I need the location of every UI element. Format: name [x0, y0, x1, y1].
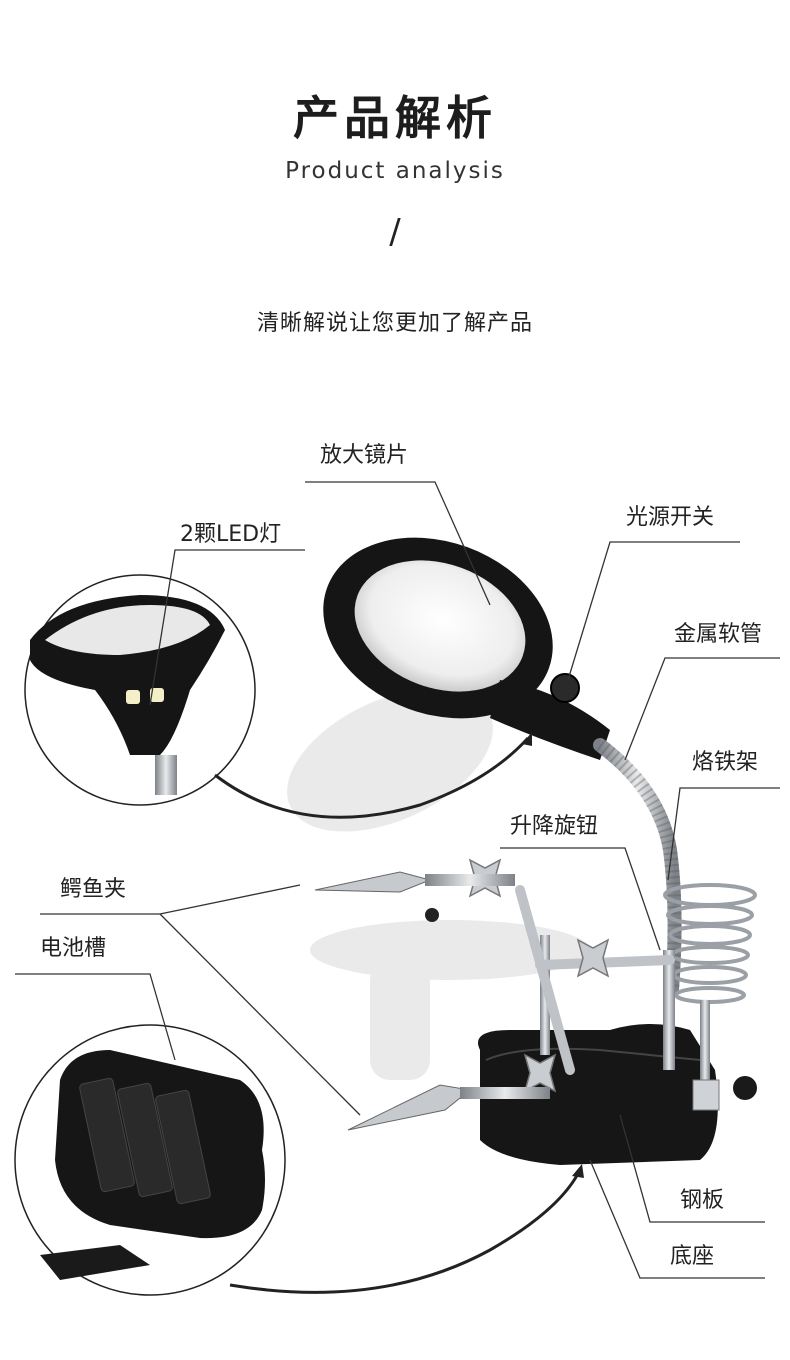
label-iron-holder: 烙铁架: [692, 750, 759, 775]
magnifier-head: [323, 537, 610, 760]
label-led-lights: 2颗LED灯: [180, 522, 282, 547]
iron-holder-coil: [663, 883, 757, 1004]
page-tagline: 清晰解说让您更加了解产品: [256, 311, 533, 336]
base: [478, 1024, 718, 1165]
alligator-clip-upper: [314, 871, 515, 922]
battery-arrow: [229, 1169, 582, 1294]
lift-knob: [468, 858, 610, 1093]
metal-hose: [593, 738, 682, 997]
page-title: 产品解析: [293, 91, 497, 145]
label-base: 底座: [670, 1244, 715, 1269]
label-magnifier-lens: 放大镜片: [320, 443, 409, 468]
switch-knob: [550, 673, 580, 703]
led-light-2: [150, 688, 164, 702]
led-arrow: [214, 736, 530, 819]
lens: [354, 560, 526, 692]
label-lift-knob: 升降旋钮: [510, 814, 599, 839]
label-light-switch: 光源开关: [626, 505, 715, 530]
label-battery-slot: 电池槽: [40, 936, 107, 961]
alligator-clip-lower: [347, 1084, 550, 1131]
leader-lines: [15, 481, 780, 1279]
title-divider: /: [389, 212, 401, 252]
label-alligator-clip: 鳄鱼夹: [60, 877, 127, 902]
led-light-1: [126, 690, 140, 704]
led-detail-circle: [24, 574, 256, 806]
battery-detail-circle: [14, 1024, 286, 1296]
label-steel-plate: 钢板: [680, 1188, 725, 1213]
label-metal-hose: 金属软管: [674, 622, 763, 647]
page-subtitle: Product analysis: [285, 158, 505, 184]
